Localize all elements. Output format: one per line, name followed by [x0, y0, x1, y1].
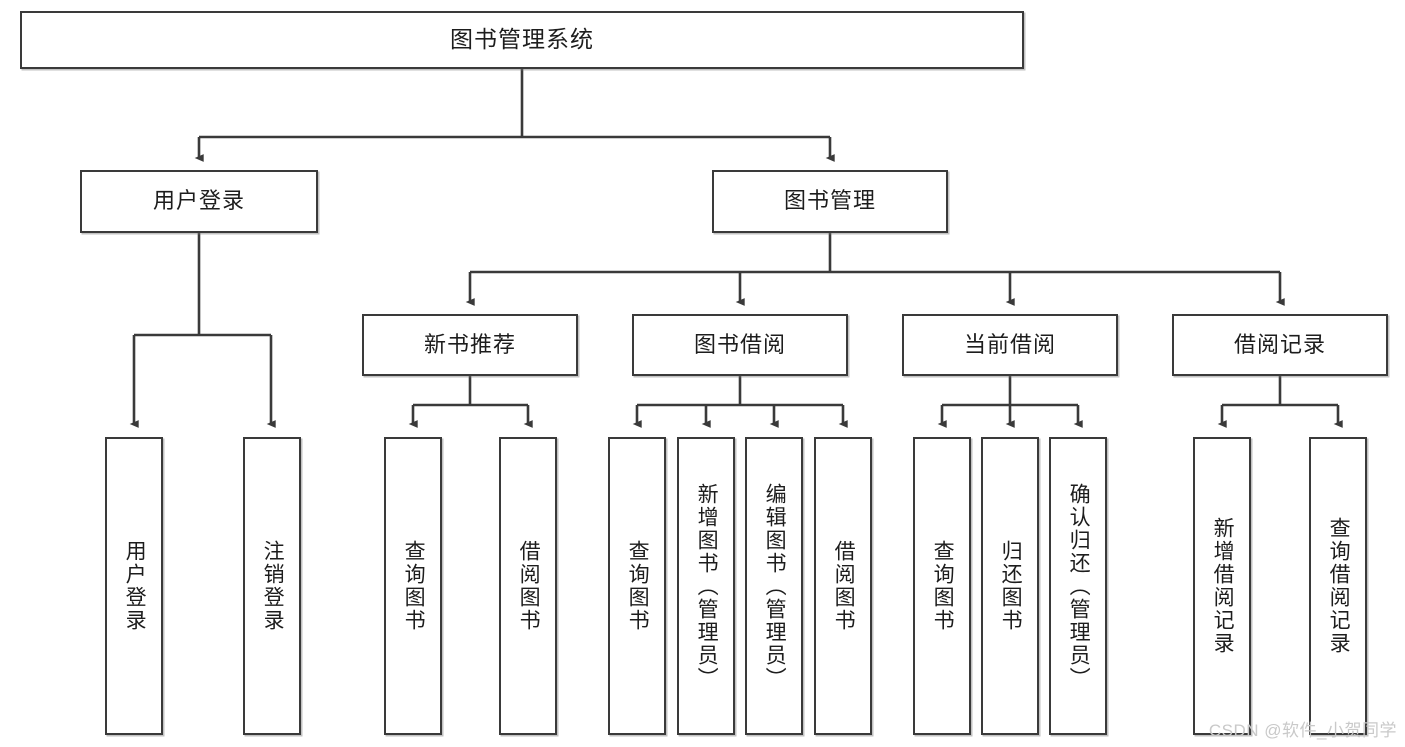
leaf-record-add-record[interactable]: 新增借阅记录 [1193, 437, 1251, 735]
leaf-label: 查询图书 [931, 540, 955, 632]
leaf-current-return-book[interactable]: 归还图书 [981, 437, 1039, 735]
leaf-label: 新增图书（管理员） [695, 482, 719, 690]
node-book-borrow[interactable]: 图书借阅 [632, 314, 848, 376]
leaf-label: 查询图书 [626, 540, 650, 632]
leaf-label: 归还图书 [999, 540, 1023, 632]
node-new-book-recommend[interactable]: 新书推荐 [362, 314, 578, 376]
leaf-user-login-login[interactable]: 用户登录 [105, 437, 163, 735]
leaf-record-query-record[interactable]: 查询借阅记录 [1309, 437, 1367, 735]
leaf-label: 借阅图书 [832, 540, 856, 632]
leaf-label: 用户登录 [123, 540, 147, 632]
leaf-borrow-edit-book-admin[interactable]: 编辑图书（管理员） [745, 437, 803, 735]
leaf-current-query-book[interactable]: 查询图书 [913, 437, 971, 735]
leaf-borrow-add-book-admin[interactable]: 新增图书（管理员） [677, 437, 735, 735]
node-borrow-record[interactable]: 借阅记录 [1172, 314, 1388, 376]
leaf-current-confirm-return-admin[interactable]: 确认归还（管理员） [1049, 437, 1107, 735]
leaf-label: 查询借阅记录 [1327, 517, 1351, 655]
node-root-system[interactable]: 图书管理系统 [20, 11, 1024, 69]
csdn-watermark: CSDN @软件_小贺同学 [1208, 721, 1397, 740]
leaf-label: 查询图书 [402, 540, 426, 632]
leaf-recommend-query-book[interactable]: 查询图书 [384, 437, 442, 735]
leaf-borrow-query-book[interactable]: 查询图书 [608, 437, 666, 735]
leaf-borrow-borrow-book[interactable]: 借阅图书 [814, 437, 872, 735]
leaf-recommend-borrow-book[interactable]: 借阅图书 [499, 437, 557, 735]
node-book-management[interactable]: 图书管理 [712, 170, 948, 233]
leaf-label: 借阅图书 [517, 540, 541, 632]
leaf-label: 新增借阅记录 [1211, 517, 1235, 655]
leaf-label: 确认归还（管理员） [1067, 482, 1091, 690]
leaf-label: 编辑图书（管理员） [763, 482, 787, 690]
node-user-login[interactable]: 用户登录 [80, 170, 318, 233]
leaf-user-login-logout[interactable]: 注销登录 [243, 437, 301, 735]
leaf-label: 注销登录 [261, 540, 285, 632]
node-current-borrow[interactable]: 当前借阅 [902, 314, 1118, 376]
